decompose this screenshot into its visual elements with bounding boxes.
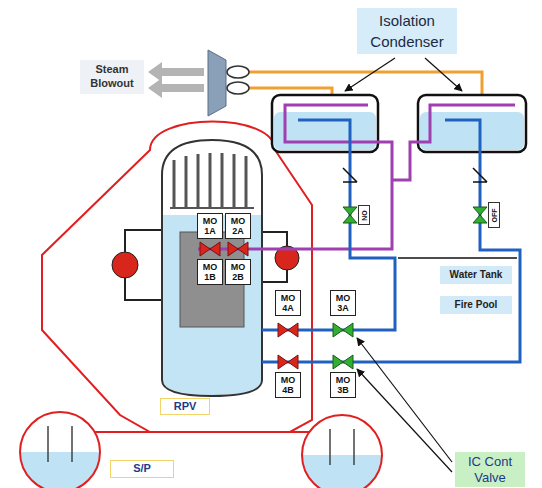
vent-outlet: [227, 82, 249, 94]
makeup-water-line: [398, 257, 517, 259]
open-valve: [333, 323, 353, 337]
vent-pipe: [290, 431, 309, 433]
label-text: OFF: [491, 208, 498, 222]
valve-tag: MO 3A: [330, 290, 356, 316]
node-text: MO 4B: [277, 375, 299, 396]
steam-arrow: [148, 78, 204, 98]
valve-tag: MO 4A: [275, 290, 301, 316]
separator-plate: [170, 207, 254, 209]
node-text: RPV: [174, 400, 197, 413]
vessel-water: [163, 215, 261, 395]
callout-box: Steam Blowout: [80, 60, 144, 94]
valve-state-tag: NO: [358, 205, 370, 225]
condenser-water: [420, 112, 524, 150]
steam-line: [392, 105, 515, 180]
valve-tag: MO 1A: [197, 213, 223, 239]
vent-outlet: [227, 66, 249, 78]
node-text: MO 1B: [199, 262, 221, 283]
leader-arrow: [357, 369, 452, 472]
component-tag: RPV: [160, 398, 210, 415]
node-text: MO 2B: [227, 262, 249, 283]
closed-valve: [200, 242, 220, 256]
steam-separator: [174, 153, 246, 208]
label-text: NO: [361, 210, 368, 221]
check-valve: [343, 168, 357, 182]
open-valve: [473, 207, 487, 223]
closed-valve: [278, 355, 298, 369]
vessel-outline: [162, 140, 262, 396]
node-text: IC Cont Valve: [459, 454, 521, 485]
closed-valve: [278, 323, 298, 337]
valve-tag: MO 3B: [330, 372, 356, 398]
steam-vent-line: [248, 72, 482, 95]
node-text: Water Tank: [450, 269, 503, 281]
valve-tag: MO 1B: [197, 259, 223, 285]
torus: [302, 415, 382, 488]
vent-pipe: [95, 431, 150, 433]
node-text: Steam Blowout: [83, 63, 141, 91]
valve-tag: MO 4B: [275, 372, 301, 398]
node-text: MO 1A: [199, 216, 221, 237]
return-line: [262, 120, 520, 362]
blowout-panel: [208, 50, 226, 116]
containment-outline: [42, 122, 312, 433]
leader-arrow: [425, 58, 462, 91]
node-text: Isolation Condenser: [361, 10, 453, 52]
valve-tag: MO 2A: [225, 213, 251, 239]
check-valve: [473, 168, 487, 182]
pool-water: [20, 452, 100, 488]
node-text: MO 4A: [277, 293, 299, 314]
vessel-fill: [162, 140, 262, 396]
node-text: MO 2A: [227, 216, 249, 237]
title-callout: Isolation Condenser: [357, 8, 457, 54]
component-tag: S/P: [110, 460, 174, 478]
steam-arrow: [148, 62, 204, 82]
valve-tag: MO 2B: [225, 259, 251, 285]
downcomer: [48, 426, 72, 462]
torus: [20, 412, 100, 488]
closed-valve: [228, 242, 248, 256]
node-text: Fire Pool: [455, 299, 498, 311]
open-valve: [333, 355, 353, 369]
callout-box: IC Cont Valve: [455, 452, 525, 487]
node-text: S/P: [133, 462, 151, 475]
open-valve: [343, 207, 357, 223]
node-text: MO 3B: [332, 375, 354, 396]
condenser-water: [274, 112, 376, 150]
steam-line: [198, 105, 392, 249]
leader-arrow: [357, 338, 452, 462]
valve-state-tag: OFF: [488, 202, 500, 228]
leader-arrow: [345, 58, 395, 91]
recirculation-pump: [112, 252, 138, 278]
node-text: MO 3A: [332, 293, 354, 314]
source-tag: Water Tank: [440, 266, 512, 284]
source-tag: Fire Pool: [440, 296, 512, 314]
return-line: [262, 120, 395, 330]
downcomer: [330, 429, 354, 465]
